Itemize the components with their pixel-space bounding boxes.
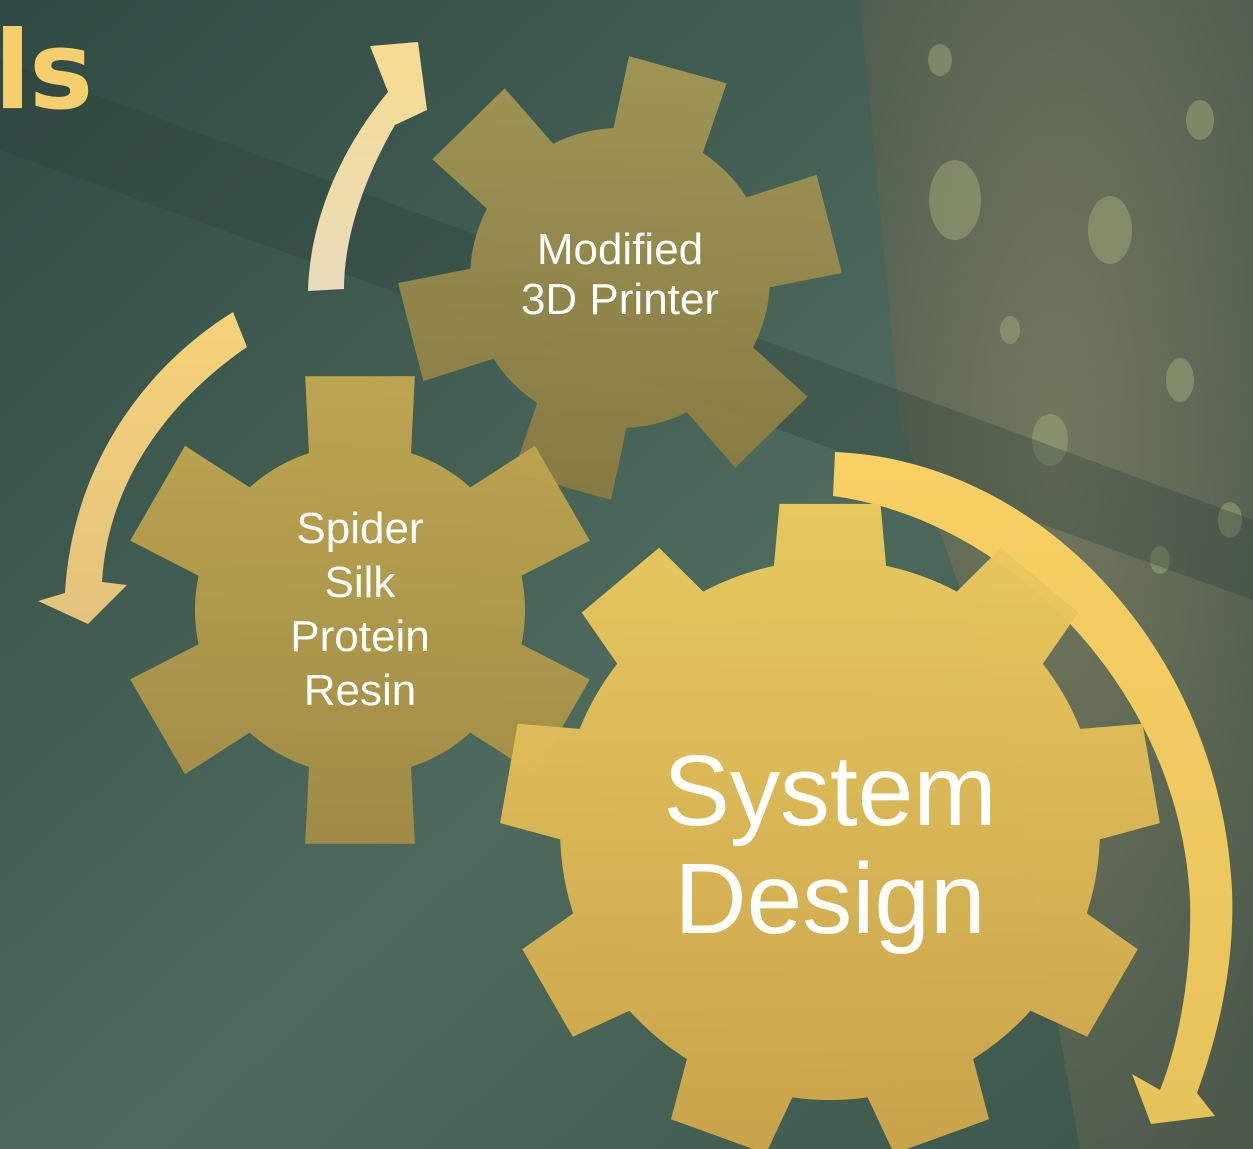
arrow-left-curved — [38, 312, 247, 624]
gear-modified-3d-printer — [398, 56, 842, 500]
arrow-top-curved — [308, 42, 427, 291]
slide-title-fragment: ls — [0, 9, 93, 134]
gear-label-system-design: System Design — [663, 735, 997, 955]
gear-spider-silk-protein-resin — [130, 376, 590, 844]
gear-body-resin — [130, 376, 590, 844]
background-dots — [928, 44, 1242, 574]
gear-body-system — [500, 503, 1160, 1149]
gear-label-modified-3d-printer: Modified 3D Printer — [520, 225, 720, 324]
arrow-right-curved — [833, 452, 1233, 1124]
gear-system-design — [500, 503, 1160, 1149]
gear-body-printer — [398, 56, 842, 500]
gear-label-spider-silk-protein-resin: Spider Silk Protein Resin — [290, 504, 430, 715]
